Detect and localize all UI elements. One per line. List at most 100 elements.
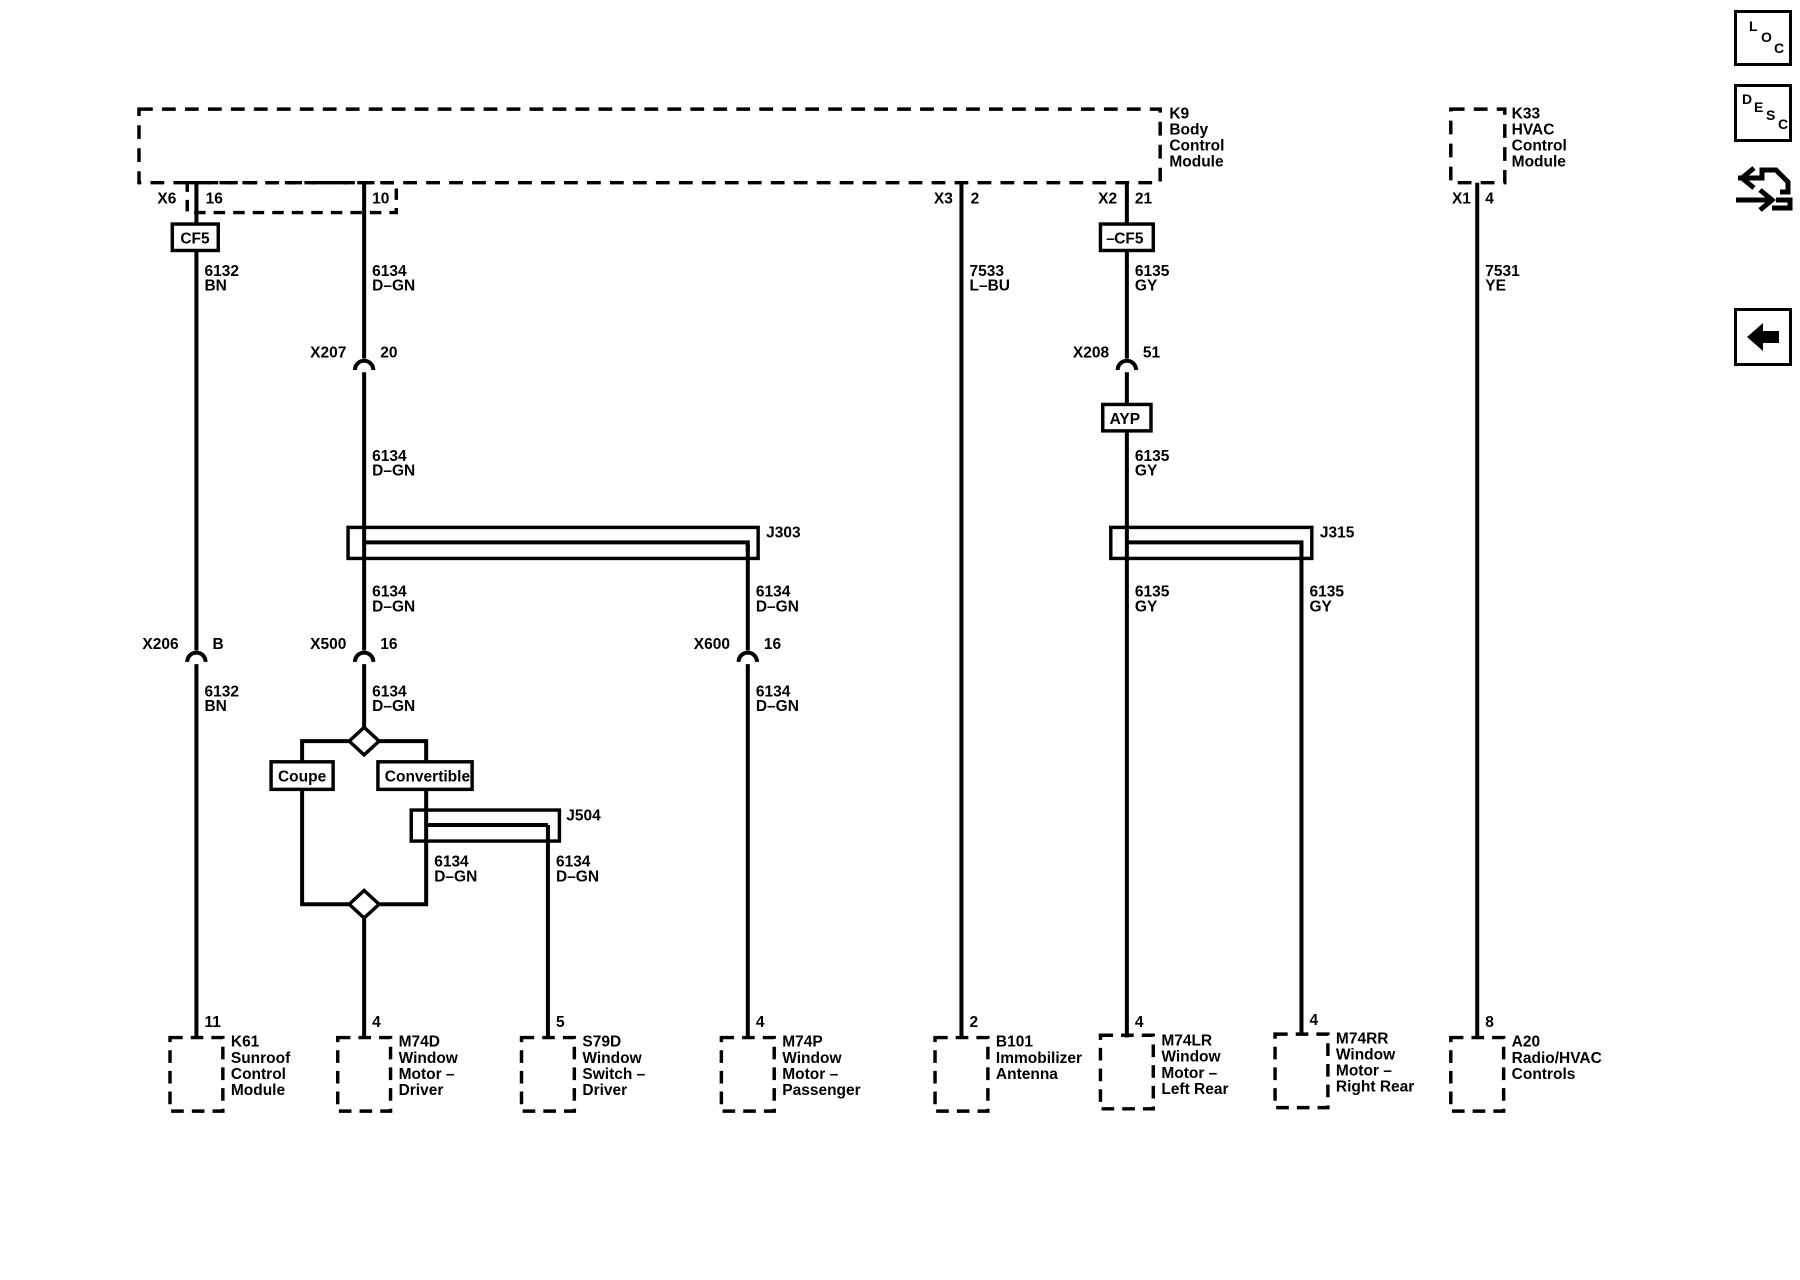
svg-text:6134: 6134 [556,853,591,870]
m74d-pin: 4 [372,1014,381,1031]
x500-label: X500 [310,636,346,653]
svg-text:7531: 7531 [1485,263,1520,280]
back-button[interactable] [1734,308,1792,366]
m74rr-component-outline [1273,1032,1330,1110]
svg-text:6134: 6134 [756,583,791,600]
x2-connector-label: X2 [1098,190,1117,207]
connector-info-icon[interactable] [1732,156,1796,220]
x208-connector-symbol [1115,358,1139,371]
m74p-pin: 4 [756,1014,765,1031]
x600-label: X600 [694,636,730,653]
a20-label: A20 Radio/HVAC Controls [1512,1034,1606,1083]
svg-text:YE: YE [1485,278,1506,295]
option-split-diamond [346,724,382,758]
option-join-diamond [346,888,382,921]
x206-label: X206 [142,636,179,653]
desc-letter-e: E [1754,99,1764,115]
cf5-badge-right: CF5 [1114,231,1144,248]
svg-text:6135: 6135 [1135,263,1170,280]
svg-text:D–GN: D–GN [756,698,799,715]
m74lr-pin: 4 [1135,1014,1144,1031]
pin-16-label: 16 [206,190,224,207]
k61-pin: 11 [204,1014,221,1031]
ayp-badge: AYP [1110,411,1140,428]
svg-text:BN: BN [204,278,226,295]
m74d-component-outline [335,1035,393,1113]
loc-letter-c: C [1774,40,1785,56]
b101-pin: 2 [969,1014,978,1031]
m74d-label: M74D Window Motor – Driver [399,1034,463,1099]
j303-splice-pack [346,525,760,561]
svg-text:D–GN: D–GN [434,868,477,885]
b101-component-outline [933,1035,990,1113]
svg-text:D–GN: D–GN [372,463,415,480]
svg-text:6134: 6134 [434,853,469,870]
x600-pin: 16 [764,636,782,653]
loc-letter-o: O [1761,29,1772,45]
coupe-option-box [269,760,335,792]
x207-label: X207 [310,344,346,361]
s79d-pin: 5 [556,1014,565,1031]
m74lr-component-outline [1098,1033,1156,1111]
svg-text:7533: 7533 [969,263,1004,280]
m74rr-pin: 4 [1310,1012,1319,1029]
pin-10-label: 10 [372,190,389,207]
svg-text:6134: 6134 [372,683,407,700]
k33-label: K33 HVAC Control Module [1512,105,1571,170]
a20-component-outline [1449,1035,1506,1113]
m74p-component-outline [719,1035,776,1113]
svg-text:D–GN: D–GN [372,598,415,615]
svg-text:6132: 6132 [204,263,238,280]
x500-connector-symbol [352,650,376,663]
x207-connector-symbol [352,358,376,371]
loc-letter-l: L [1749,18,1758,34]
x207-pin: 20 [380,344,397,361]
x206-connector-symbol [185,650,208,663]
j315-splice-pack [1109,525,1314,561]
svg-text:6135: 6135 [1135,583,1170,600]
back-arrow-icon [1747,323,1779,351]
convertible-option-box [376,760,474,792]
svg-text:6135: 6135 [1310,583,1345,600]
x500-pin: 16 [380,636,398,653]
svg-text:D–GN: D–GN [372,698,415,715]
pin-2-label: 2 [971,190,980,207]
cf5-badge-right-box [1098,222,1156,253]
x1-connector-label: X1 [1452,190,1471,207]
k9-module-outline [137,107,1162,185]
svg-text:GY: GY [1135,278,1158,295]
j303-label: J303 [766,525,801,542]
x208-label: X208 [1073,344,1110,361]
pin-21-label: 21 [1135,190,1153,207]
b101-label: B101 Immobilizer Antenna [996,1034,1086,1083]
coupe-option-label: Coupe [278,768,327,785]
svg-text:GY: GY [1135,598,1158,615]
desc-button[interactable]: D E S C [1734,84,1792,142]
cf5-dash-right: – [1106,231,1115,248]
k61-component-outline [168,1035,225,1113]
m74lr-label: M74LR Window Motor – Left Rear [1161,1033,1228,1098]
loc-button[interactable]: L O C [1734,10,1792,66]
s79d-label: S79D Window Switch – Driver [582,1034,649,1099]
k61-label: K61 Sunroof Control Module [231,1034,295,1099]
a20-pin: 8 [1485,1014,1494,1031]
s79d-component-outline [519,1035,577,1113]
x208-pin: 51 [1143,344,1161,361]
svg-text:BN: BN [204,698,226,715]
desc-letter-c: C [1778,116,1789,132]
svg-text:D–GN: D–GN [556,868,599,885]
svg-text:6134: 6134 [372,583,407,600]
x600-connector-symbol [736,650,759,663]
cf5-badge-left-box [170,222,220,253]
k33-module-outline [1449,107,1507,185]
j315-label: J315 [1320,525,1355,542]
x6-connector-label: X6 [157,190,176,207]
svg-text:D–GN: D–GN [756,598,799,615]
svg-text:L–BU: L–BU [969,278,1009,295]
k9-label: K9 Body Control Module [1169,105,1228,170]
pin-4-label: 4 [1485,190,1494,207]
desc-letter-s: S [1766,107,1776,123]
x206-pin: B [213,636,224,653]
svg-text:6132: 6132 [204,683,238,700]
